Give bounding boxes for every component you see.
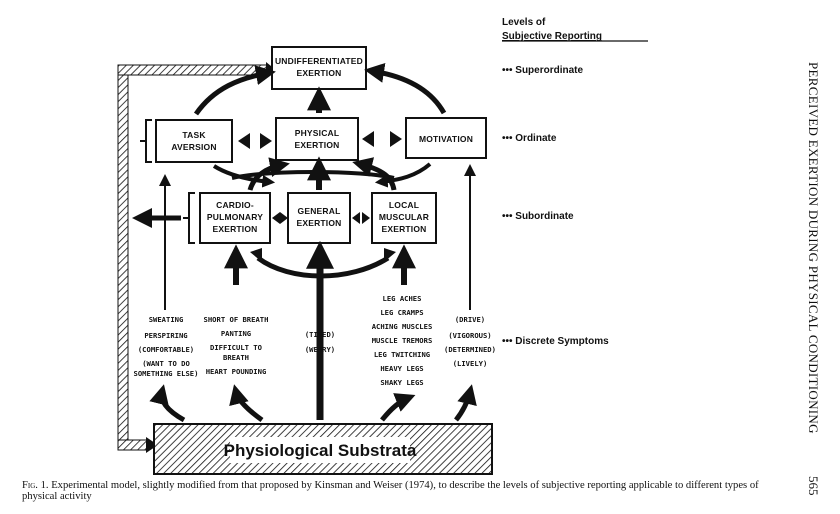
svg-text:MUSCLE TREMORS: MUSCLE TREMORS — [372, 336, 433, 345]
svg-text:AVERSION: AVERSION — [171, 142, 216, 152]
svg-text:EXERTION: EXERTION — [296, 68, 341, 78]
figure-caption: Fig. 1. Experimental model, slightly mod… — [22, 480, 792, 502]
symptoms-column-5: (DRIVE) (VIGOROUS) (DETERMINED) (LIVELY) — [444, 312, 496, 378]
feedback-loop-bottom — [117, 439, 149, 451]
svg-text:EXERTION: EXERTION — [381, 224, 426, 234]
svg-text:(DRIVE): (DRIVE) — [455, 315, 485, 324]
svg-text:HEART POUNDING: HEART POUNDING — [206, 367, 267, 376]
svg-text:MUSCULAR: MUSCULAR — [379, 212, 429, 222]
svg-text:LEG ACHES: LEG ACHES — [383, 294, 422, 303]
symptoms-column-4: LEG ACHES LEG CRAMPS ACHING MUSCLES MUSC… — [372, 294, 433, 387]
level-subordinate: ••• Subordinate — [502, 211, 574, 222]
svg-text:ACHING MUSCLES: ACHING MUSCLES — [372, 322, 433, 331]
svg-text:(LIVELY): (LIVELY) — [453, 359, 488, 368]
svg-text:HEAVY LEGS: HEAVY LEGS — [380, 364, 423, 373]
box-physical-exertion: PHYSICAL EXERTION — [275, 117, 359, 161]
box-cardio-pulmonary: CARDIO- PULMONARY EXERTION — [199, 192, 271, 244]
svg-text:LEG TWITCHING: LEG TWITCHING — [374, 350, 430, 359]
level-ordinate: ••• Ordinate — [502, 133, 557, 144]
svg-text:PANTING: PANTING — [221, 329, 251, 338]
svg-text:EXERTION: EXERTION — [296, 218, 341, 228]
levels-title-line1: Levels of — [502, 17, 546, 28]
caption-text: Experimental model, slightly modified fr… — [22, 480, 759, 502]
symptoms-column-1: SWEATING PERSPIRING (COMFORTABLE) (WANT … — [134, 315, 199, 378]
svg-text:MOTIVATION: MOTIVATION — [419, 134, 473, 144]
physiological-substrata-bar: Physiological Substrata — [153, 423, 493, 475]
box-motivation: MOTIVATION — [405, 117, 487, 159]
svg-text:(DETERMINED): (DETERMINED) — [444, 345, 496, 354]
svg-text:GENERAL: GENERAL — [298, 206, 341, 216]
svg-text:(WEARY): (WEARY) — [305, 345, 335, 354]
svg-text:UNDIFFERENTIATED: UNDIFFERENTIATED — [275, 56, 363, 66]
svg-text:LOCAL: LOCAL — [389, 200, 419, 210]
svg-text:(COMFORTABLE): (COMFORTABLE) — [138, 345, 194, 354]
svg-text:TASK: TASK — [182, 130, 206, 140]
figure-label: Fig. 1. — [22, 480, 49, 491]
svg-text:SHORT OF BREATH: SHORT OF BREATH — [204, 315, 269, 324]
box-general-exertion: GENERAL EXERTION — [287, 192, 351, 244]
page-number: 565 — [806, 476, 821, 496]
feedback-loop-vertical — [117, 69, 129, 451]
svg-text:DIFFICULT TO: DIFFICULT TO — [210, 343, 262, 352]
svg-text:(VIGOROUS): (VIGOROUS) — [448, 331, 491, 340]
level-superordinate: ••• Superordinate — [502, 65, 584, 76]
svg-text:BREATH: BREATH — [223, 353, 249, 362]
symptoms-column-2: SHORT OF BREATH PANTING DIFFICULT TO BRE… — [204, 315, 269, 376]
symptoms-column-3: (TIRED) (WEARY) — [305, 330, 335, 354]
box-undifferentiated-exertion: UNDIFFERENTIATED EXERTION — [271, 46, 367, 90]
running-head: PERCEIVED EXERTION DURING PHYSICAL CONDI… — [806, 62, 821, 434]
box-task-aversion: TASK AVERSION — [155, 119, 233, 163]
svg-text:LEG CRAMPS: LEG CRAMPS — [380, 308, 423, 317]
svg-text:EXERTION: EXERTION — [294, 140, 339, 150]
svg-text:PULMONARY: PULMONARY — [207, 212, 263, 222]
svg-text:CARDIO-: CARDIO- — [216, 200, 254, 210]
svg-text:PHYSICAL: PHYSICAL — [295, 128, 340, 138]
svg-text:(WANT TO DO: (WANT TO DO — [142, 359, 190, 368]
svg-text:SWEATING: SWEATING — [149, 315, 184, 324]
level-discrete-symptoms: ••• Discrete Symptoms — [502, 336, 609, 347]
svg-text:(TIRED): (TIRED) — [305, 330, 335, 339]
substrata-label: Physiological Substrata — [224, 441, 417, 460]
svg-text:PERSPIRING: PERSPIRING — [144, 331, 187, 340]
feedback-loop-horizontal — [117, 64, 269, 76]
svg-text:SOMETHING ELSE): SOMETHING ELSE) — [134, 369, 199, 378]
levels-title-line2: Subjective Reporting — [502, 31, 602, 42]
svg-text:SHAKY LEGS: SHAKY LEGS — [380, 378, 423, 387]
box-local-muscular: LOCAL MUSCULAR EXERTION — [371, 192, 437, 244]
svg-text:EXERTION: EXERTION — [212, 224, 257, 234]
